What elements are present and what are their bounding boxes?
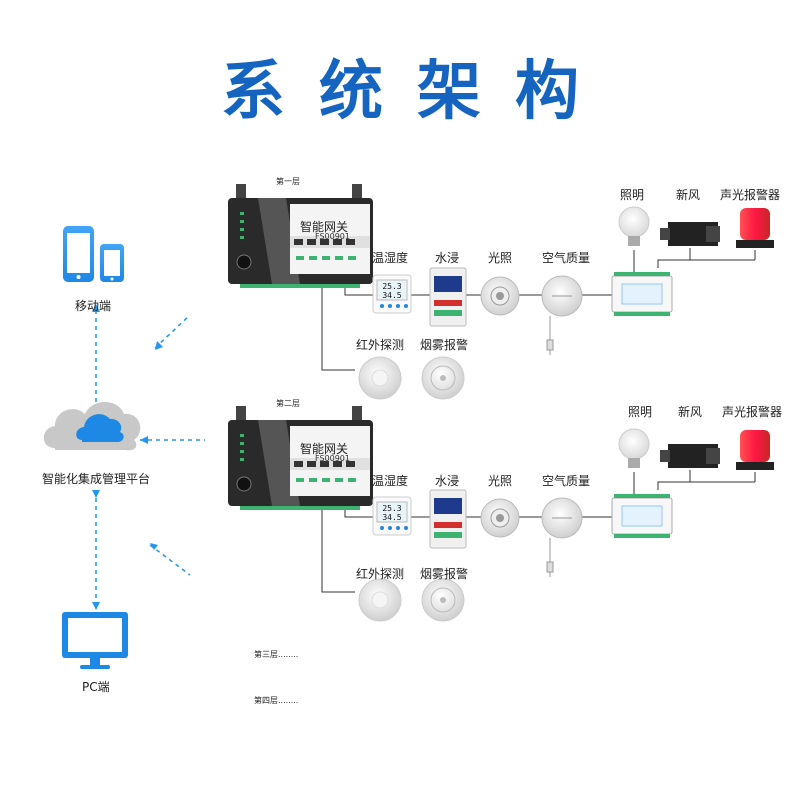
smoke-detector xyxy=(421,578,465,622)
air-quality-sensor xyxy=(541,497,583,577)
light-sensor xyxy=(480,276,520,316)
sensor-label-smoke-2: 烟雾报警 xyxy=(420,567,469,581)
temp-reading: 25.3 xyxy=(382,282,401,291)
sensor-label-air-1: 空气质量 xyxy=(542,251,591,265)
smoke-detector xyxy=(421,356,465,400)
mobile-label: 移动端 xyxy=(75,299,112,313)
fresh-air-unit-icon xyxy=(660,222,720,246)
gateway-1-model: FS00901 xyxy=(315,232,350,241)
temperature-humidity-sensor: 25.3 34.5 xyxy=(372,274,412,314)
pc-monitor-icon xyxy=(62,612,128,669)
floor-4-placeholder: 第四层........ xyxy=(254,696,299,705)
sensor-label-water-2: 水浸 xyxy=(435,474,460,488)
light-bulb-icon xyxy=(618,206,650,246)
sensor-label-th-2: 温湿度 xyxy=(372,474,409,488)
light-bulb-icon xyxy=(618,428,650,468)
floor-1-name: 第一层 xyxy=(276,177,300,186)
cloud-icon xyxy=(43,402,141,451)
diagram-title: 系统架构 xyxy=(221,55,613,129)
connector-arrowheads xyxy=(92,304,163,610)
water-leak-module xyxy=(429,267,467,327)
floor-1-group: 25.3 34.5 xyxy=(228,184,774,400)
sensor-label-light-1: 光照 xyxy=(488,251,513,265)
gateway-device xyxy=(228,406,373,510)
sensor-label-ir-1: 红外探测 xyxy=(356,338,405,352)
output-label-lighting-1: 照明 xyxy=(620,188,645,202)
output-label-alarm-2: 声光报警器 xyxy=(722,405,783,419)
sensor-label-th-1: 温湿度 xyxy=(372,251,409,265)
relay-controller xyxy=(611,494,673,538)
relay-controller xyxy=(611,272,673,316)
humidity-reading: 34.5 xyxy=(382,513,401,522)
sensor-label-smoke-1: 烟雾报警 xyxy=(420,338,469,352)
fresh-air-unit-icon xyxy=(660,444,720,468)
gateway-1-label: 智能网关 xyxy=(300,220,349,234)
sensor-label-water-1: 水浸 xyxy=(435,251,460,265)
light-sensor xyxy=(480,498,520,538)
gateway-2-model: FS00901 xyxy=(315,454,350,463)
infrared-detector xyxy=(358,578,402,622)
temperature-humidity-sensor: 25.3 34.5 xyxy=(372,496,412,536)
water-leak-module xyxy=(429,489,467,549)
mobile-phone-icon xyxy=(63,226,94,282)
humidity-reading: 34.5 xyxy=(382,291,401,300)
gateway-2-label: 智能网关 xyxy=(300,442,349,456)
output-label-alarm-1: 声光报警器 xyxy=(720,188,781,202)
floor-2-name: 第二层 xyxy=(276,399,300,408)
alarm-siren-icon xyxy=(736,208,774,248)
gateway-device xyxy=(228,184,373,288)
air-quality-sensor xyxy=(541,275,583,355)
floor-2-group: 25.3 34.5 xyxy=(228,406,774,622)
platform-label: 智能化集成管理平台 xyxy=(42,472,151,486)
floor-3-placeholder: 第三层........ xyxy=(254,650,299,659)
output-label-lighting-2: 照明 xyxy=(628,405,653,419)
infrared-detector xyxy=(358,356,402,400)
sensor-label-light-2: 光照 xyxy=(488,474,513,488)
output-label-fresh-air-1: 新风 xyxy=(676,188,701,202)
pc-label: PC端 xyxy=(82,680,110,694)
temp-reading: 25.3 xyxy=(382,504,401,513)
sensor-label-air-2: 空气质量 xyxy=(542,474,591,488)
tablet-icon xyxy=(100,244,124,282)
alarm-siren-icon xyxy=(736,430,774,470)
output-label-fresh-air-2: 新风 xyxy=(678,405,703,419)
sensor-label-ir-2: 红外探测 xyxy=(356,567,405,581)
cloud-connectors xyxy=(95,310,205,610)
